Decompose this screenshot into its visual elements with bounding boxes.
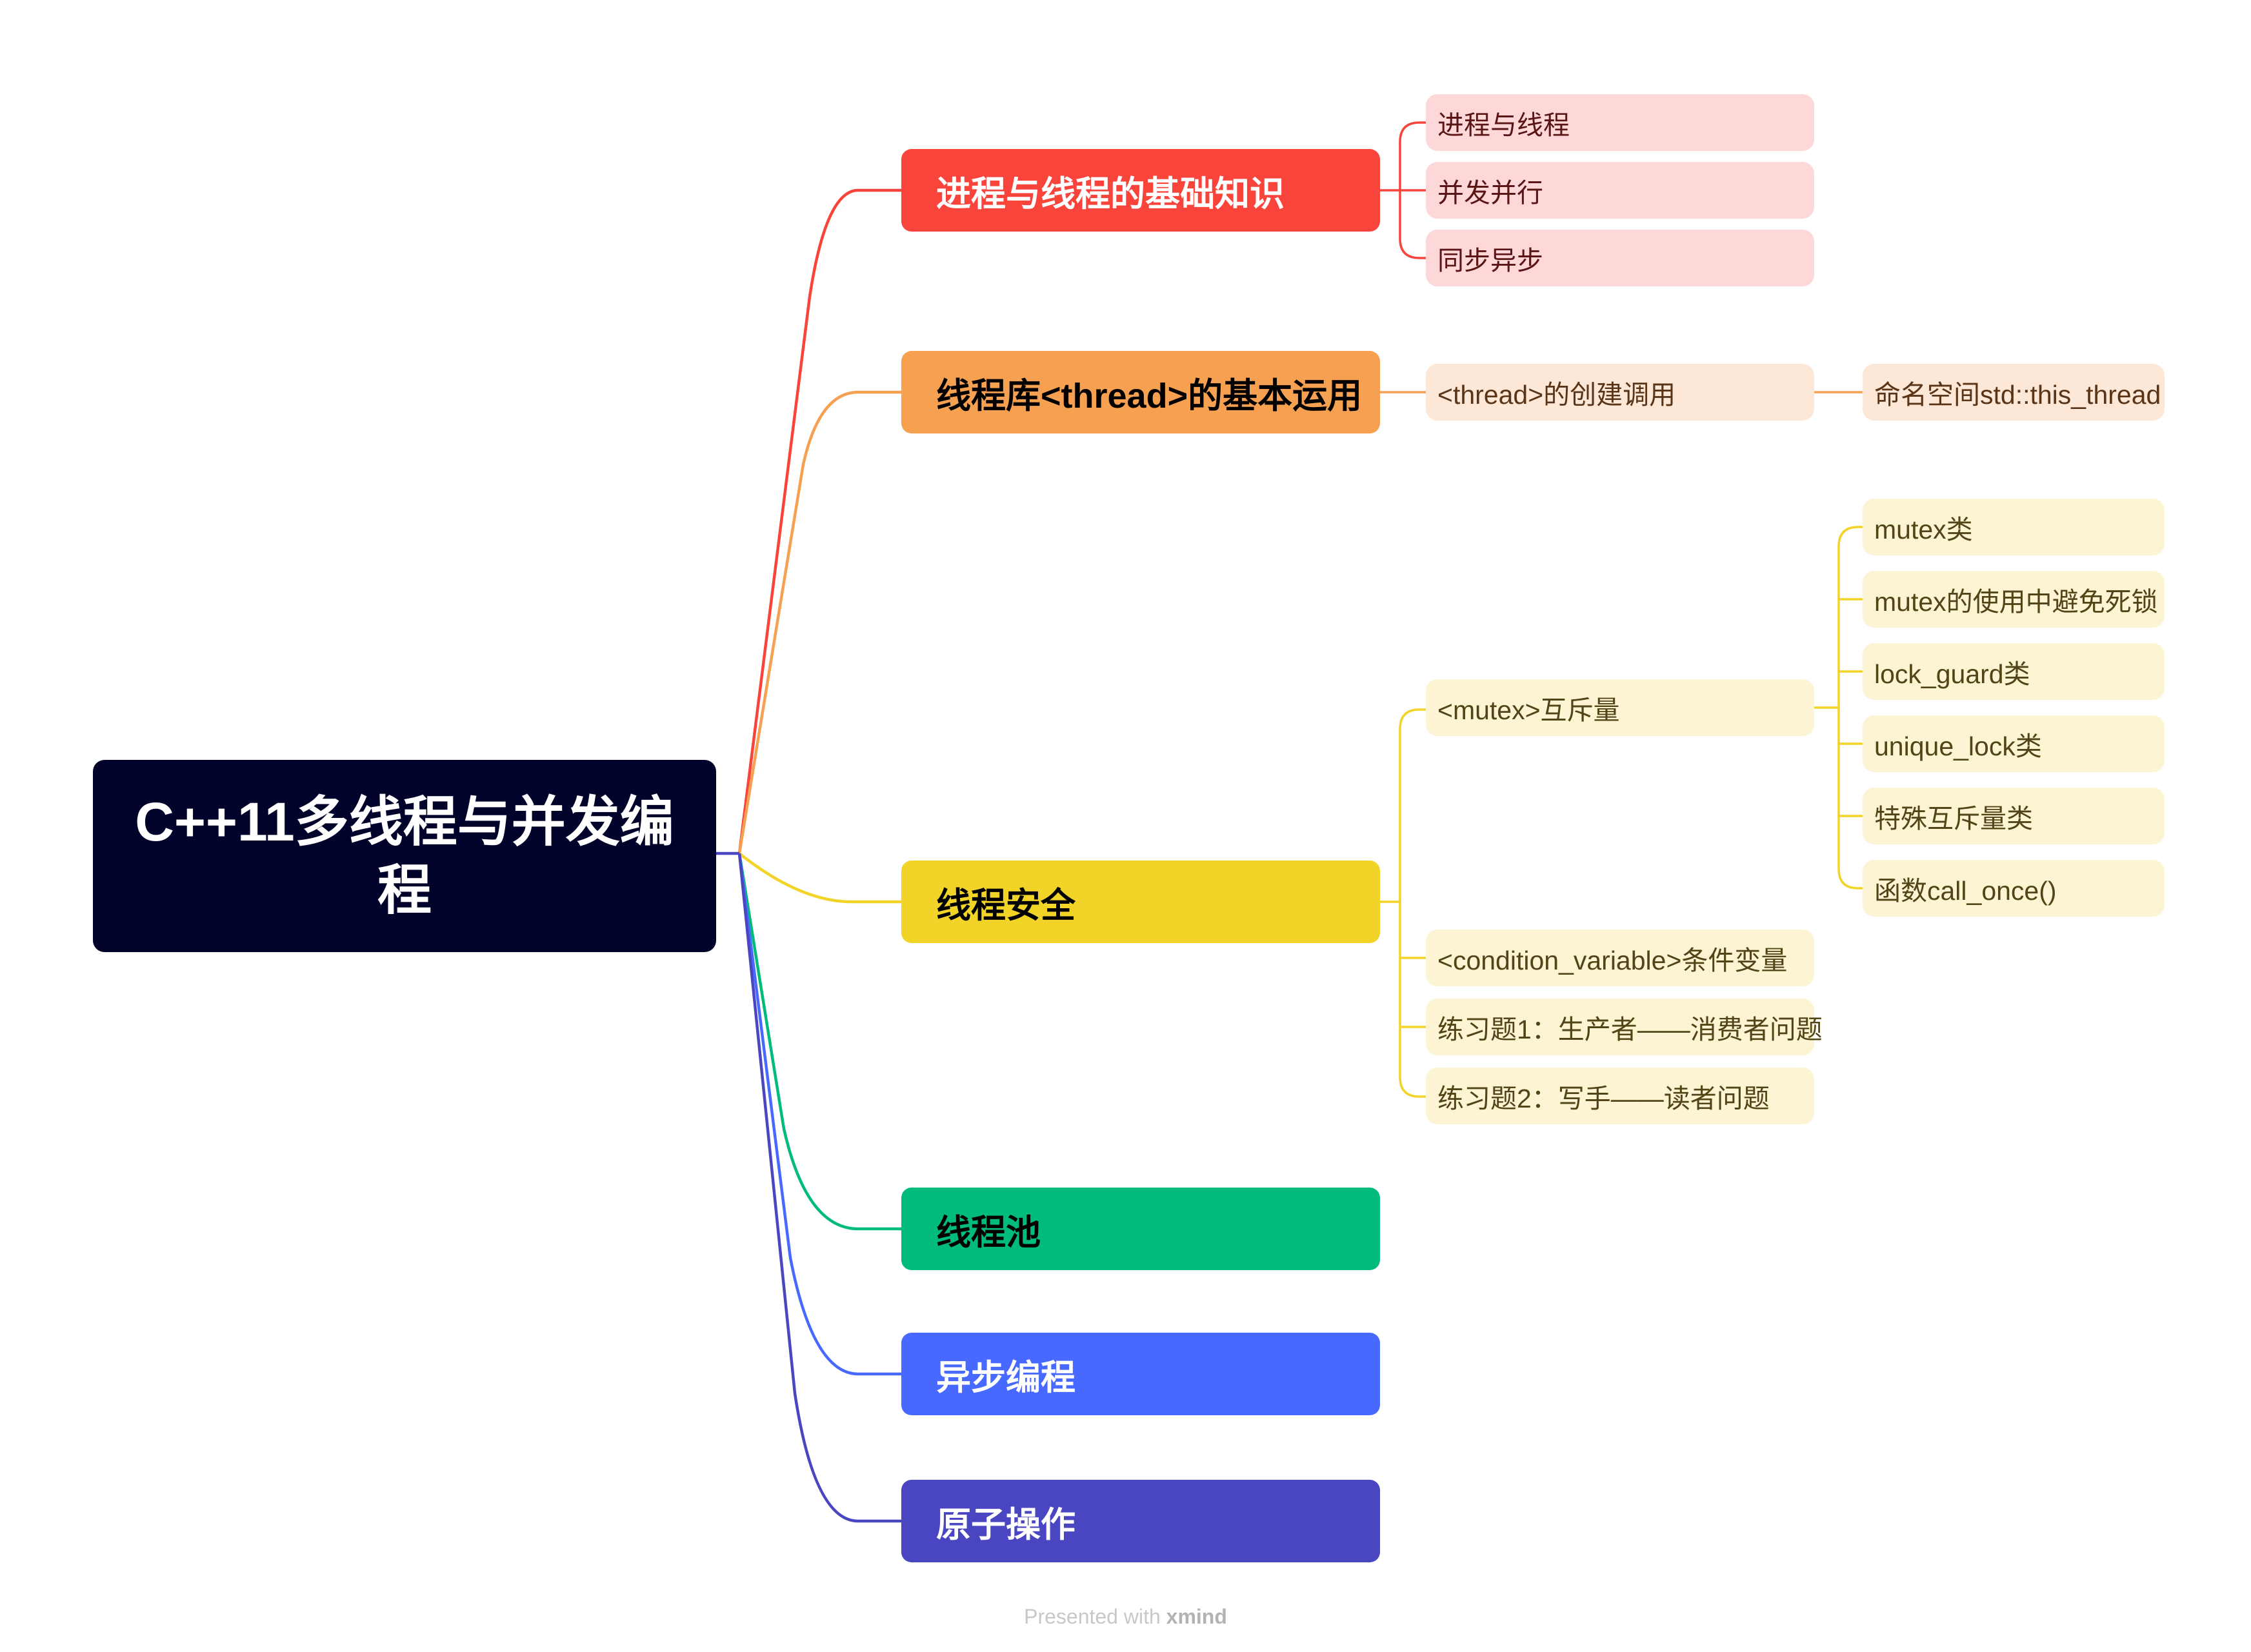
connector-b1-children	[1380, 121, 1426, 259]
topic-call-once[interactable]: 函数call_once()	[1863, 860, 2165, 917]
connector-root-b4	[737, 853, 901, 1231]
branch-thread-pool[interactable]: 线程池	[901, 1188, 1380, 1270]
connector-root-b5	[737, 853, 901, 1376]
topic-exercise-writer-reader[interactable]: 练习题2：写手——读者问题	[1426, 1068, 1814, 1124]
branch-thread-safety[interactable]: 线程安全	[901, 861, 1380, 943]
topic-exercise-producer-consumer[interactable]: 练习题1：生产者——消费者问题	[1426, 999, 1823, 1055]
topic-special-mutex[interactable]: 特殊互斥量类	[1863, 788, 2165, 844]
topic-condition-variable[interactable]: <condition_variable>条件变量	[1426, 930, 1814, 986]
topic-concurrency-parallelism[interactable]: 并发并行	[1426, 162, 1814, 219]
topic-this-thread-namespace[interactable]: 命名空间std::this_thread	[1863, 364, 2165, 421]
presented-with-footer: Presented with xmind	[0, 1605, 2251, 1629]
topic-thread-creation[interactable]: <thread>的创建调用	[1426, 364, 1814, 421]
topic-lock-guard[interactable]: lock_guard类	[1863, 643, 2165, 700]
topic-mutex-header[interactable]: <mutex>互斥量	[1426, 679, 1814, 736]
connector-root-b2	[737, 390, 901, 854]
topic-process-and-thread[interactable]: 进程与线程	[1426, 94, 1814, 151]
branch-async-programming[interactable]: 异步编程	[901, 1333, 1380, 1415]
connector-root-b3	[738, 852, 901, 904]
connector-root-b1	[737, 188, 901, 854]
topic-sync-async[interactable]: 同步异步	[1426, 230, 1814, 286]
branch-process-thread-basics[interactable]: 进程与线程的基础知识	[901, 149, 1380, 232]
branch-thread-library[interactable]: 线程库<thread>的基本运用	[901, 351, 1380, 433]
connector-b3-children	[1380, 708, 1426, 1098]
footer-prefix: Presented with	[1024, 1605, 1166, 1628]
topic-mutex-class[interactable]: mutex类	[1863, 499, 2165, 555]
connector-b3-grandchildren	[1814, 526, 1863, 890]
connector-root-b6	[737, 853, 901, 1523]
root-topic[interactable]: C++11多线程与并发编程	[93, 760, 716, 952]
topic-avoid-deadlock[interactable]: mutex的使用中避免死锁	[1863, 571, 2165, 628]
branch-atomic-operations[interactable]: 原子操作	[901, 1480, 1380, 1562]
topic-unique-lock[interactable]: unique_lock类	[1863, 715, 2165, 772]
xmind-brand: xmind	[1166, 1605, 1227, 1628]
